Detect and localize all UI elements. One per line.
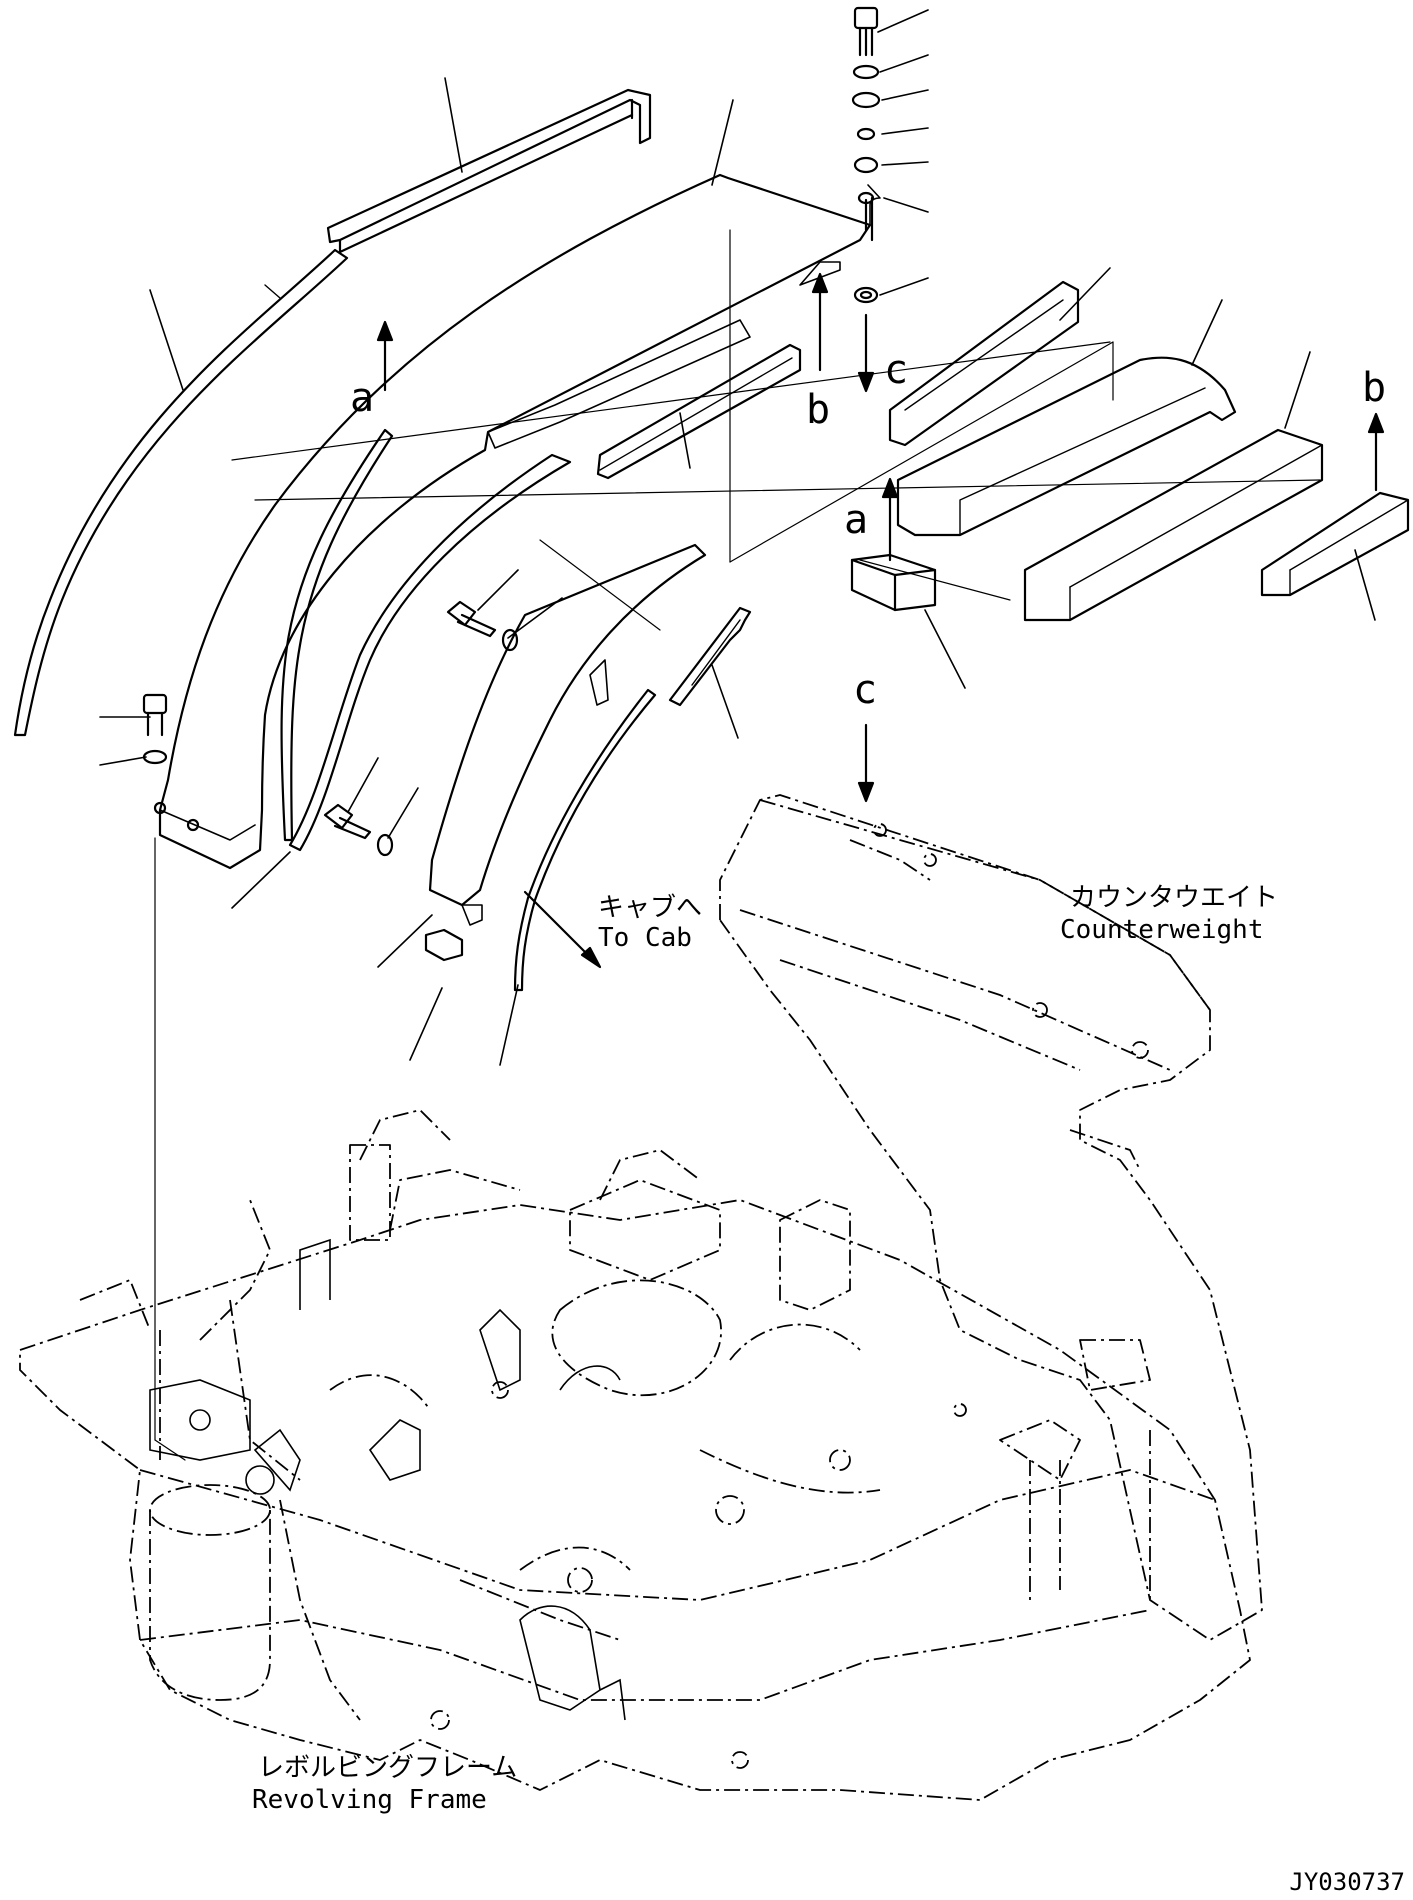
callout-a-right: a xyxy=(844,497,869,543)
u-channel xyxy=(896,356,1237,537)
block-b xyxy=(1260,491,1410,597)
to-cab-en-label: To Cab xyxy=(598,923,692,953)
callout-a-left: a xyxy=(350,375,375,421)
revolving-frame xyxy=(19,1109,1251,1801)
leader-lines xyxy=(99,9,1376,1066)
counterweight xyxy=(719,794,1263,1641)
long-block xyxy=(1023,428,1324,622)
middle-curved-strip xyxy=(288,453,572,852)
thin-strip-right xyxy=(513,688,657,992)
counterweight-en-label: Counterweight xyxy=(1060,915,1264,945)
to-cab-jp-label: キャブへ xyxy=(598,893,703,923)
revolving-frame-jp-label: レボルビングフレーム xyxy=(258,1753,518,1783)
small-bracket-strip xyxy=(668,606,752,707)
callout-c-top: c xyxy=(884,347,909,393)
bolt-mid-1 xyxy=(446,600,519,652)
drawing-code: JY030737 xyxy=(1289,1868,1405,1896)
counterweight-jp-label: カウンタウエイト xyxy=(1070,883,1279,913)
small-block xyxy=(424,928,464,962)
callout-c-frame: c xyxy=(853,667,878,713)
spacer-block-1 xyxy=(888,280,1080,447)
bolt-mid-2 xyxy=(323,803,394,857)
hardware-stack xyxy=(851,6,881,304)
top-rail xyxy=(326,88,652,244)
callout-b-top: b xyxy=(806,387,831,433)
curved-seal-2 xyxy=(280,428,394,842)
middle-rail xyxy=(596,343,802,480)
main-cover xyxy=(158,173,872,870)
callout-b-right: b xyxy=(1362,365,1387,411)
callout-arrows xyxy=(376,272,1385,969)
curved-seal-strip xyxy=(13,248,349,737)
revolving-frame-en-label: Revolving Frame xyxy=(252,1785,487,1815)
right-cover xyxy=(428,543,707,907)
frame-details xyxy=(149,1238,626,1721)
bolt-left xyxy=(142,693,168,765)
